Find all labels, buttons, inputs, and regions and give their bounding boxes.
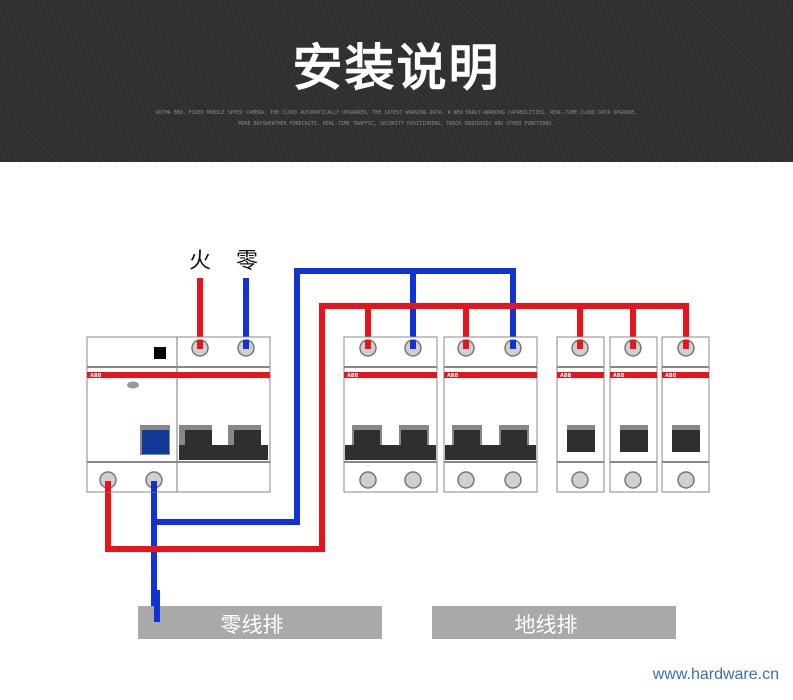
live-drop-wires	[365, 306, 636, 348]
subtitle-line-1: AOTHA BBQ, FIXED MOBILE SPEED CAMERA, TH…	[155, 110, 638, 116]
live-bus-wire	[105, 303, 689, 552]
terminal-screw	[504, 471, 522, 489]
rcd-toggle	[142, 430, 169, 454]
neutral-bus-wire	[154, 268, 516, 525]
circuit-breaker-3: ABB	[556, 336, 605, 493]
rcd-breaker: ABB	[86, 336, 271, 493]
live-label: 火	[189, 249, 211, 274]
svg-text:ABB: ABB	[347, 373, 359, 379]
terminal-screw	[457, 471, 475, 489]
subtitle-line-2: MORE DAYSWEATHER FORECASTS, REAL-TIME TR…	[238, 121, 555, 127]
header-banner: 安装说明 AOTHA BBQ, FIXED MOBILE SPEED CAMER…	[0, 0, 793, 162]
breaker-toggle	[567, 430, 595, 452]
svg-text:ABB: ABB	[447, 373, 459, 379]
svg-text:ABB: ABB	[613, 373, 625, 379]
breaker-toggle	[620, 430, 648, 452]
circuit-breaker-1: ABB	[343, 336, 438, 493]
brand-mark: ABB	[90, 373, 102, 379]
neutral-label: 零	[236, 249, 258, 274]
indicator-square	[154, 347, 166, 359]
terminal-screw	[677, 471, 695, 489]
circuit-breaker-5: ABB	[661, 336, 710, 493]
svg-text:ABB: ABB	[665, 373, 677, 379]
svg-text:ABB: ABB	[560, 373, 572, 379]
circuit-breaker-4: ABB	[609, 336, 658, 493]
breaker-toggle	[672, 430, 700, 452]
live-wires	[105, 278, 689, 552]
neutral-bar-label: 零线排	[221, 613, 284, 637]
circuit-breaker-2: ABB	[443, 336, 538, 493]
test-button-icon	[127, 381, 139, 389]
neutral-bar	[138, 606, 382, 639]
website-link[interactable]: www.hardware.cn	[652, 666, 779, 683]
ground-bar-label: 地线排	[515, 613, 578, 637]
ground-bar	[432, 606, 676, 639]
terminal-screw	[624, 471, 642, 489]
page-title: 安装说明	[292, 39, 501, 97]
terminal-screw	[359, 471, 377, 489]
terminal-screw	[404, 471, 422, 489]
terminal-screw	[571, 471, 589, 489]
